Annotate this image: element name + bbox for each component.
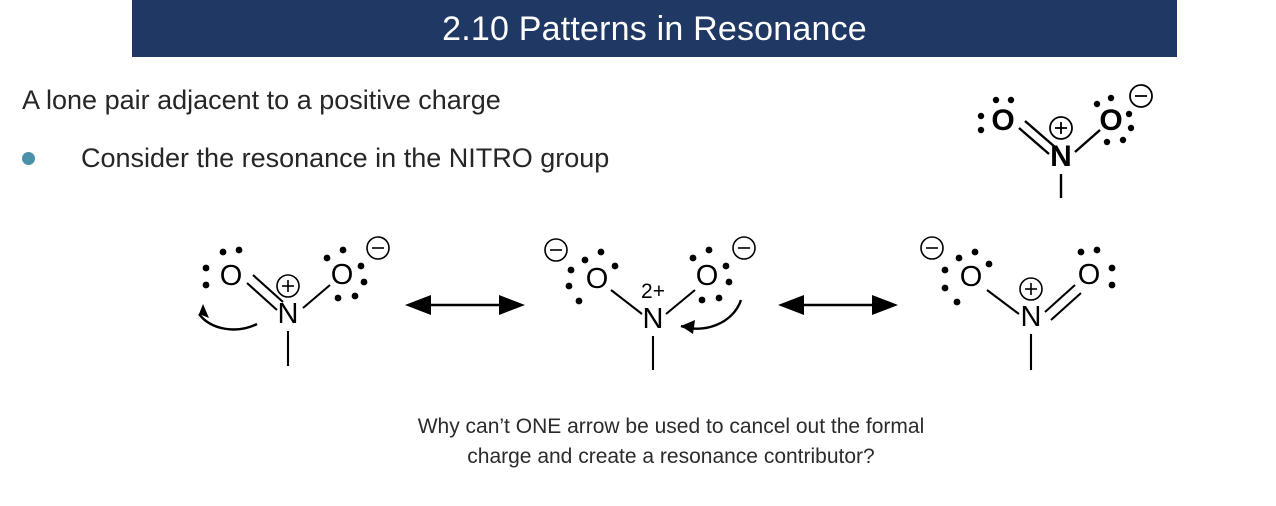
svg-text:O: O [960, 261, 983, 293]
bullet-dot-icon [22, 152, 35, 165]
nitro-group-reference-drawing: O N O [977, 84, 1153, 200]
double-headed-arrow-icon [405, 295, 525, 315]
svg-text:2+: 2+ [641, 280, 665, 303]
structure-contributor-3: O N O [905, 228, 1140, 388]
svg-text:O: O [696, 260, 719, 292]
svg-text:N: N [1021, 301, 1042, 333]
svg-text:O: O [331, 259, 354, 291]
contributor-2-drawing: O N 2+ O [544, 236, 756, 370]
resonance-arrow-2 [778, 292, 898, 323]
caption-line-1: Why can’t ONE arrow be used to cancel ou… [417, 415, 925, 438]
svg-text:O: O [586, 263, 609, 295]
caption-text: Why can’t ONE arrow be used to cancel ou… [288, 412, 1054, 472]
structure-nitro-group-reference: O N O [955, 78, 1165, 203]
contributor-3-drawing: O N O [920, 236, 1116, 370]
title-banner: 2.10 Patterns in Resonance [132, 0, 1177, 57]
bullet-item-label: Consider the resonance in the NITRO grou… [81, 143, 610, 173]
svg-text:N: N [643, 303, 664, 335]
svg-text:N: N [278, 298, 299, 330]
svg-text:O: O [1099, 104, 1122, 137]
resonance-arrow-1 [405, 292, 525, 323]
page-title: 2.10 Patterns in Resonance [442, 9, 867, 48]
structure-contributor-2: O N 2+ O [535, 228, 775, 388]
lead-statement: A lone pair adjacent to a positive charg… [22, 85, 501, 115]
svg-text:O: O [991, 104, 1014, 137]
double-headed-arrow-icon [778, 295, 898, 315]
bullet-list-item: Consider the resonance in the NITRO grou… [22, 143, 609, 174]
structure-contributor-1: O N O [175, 228, 405, 388]
contributor-1-drawing: O N O [198, 236, 390, 366]
svg-text:N: N [1050, 140, 1072, 173]
caption-line-2: charge and create a resonance contributo… [467, 444, 875, 468]
svg-text:O: O [220, 260, 243, 292]
svg-text:O: O [1078, 259, 1101, 291]
